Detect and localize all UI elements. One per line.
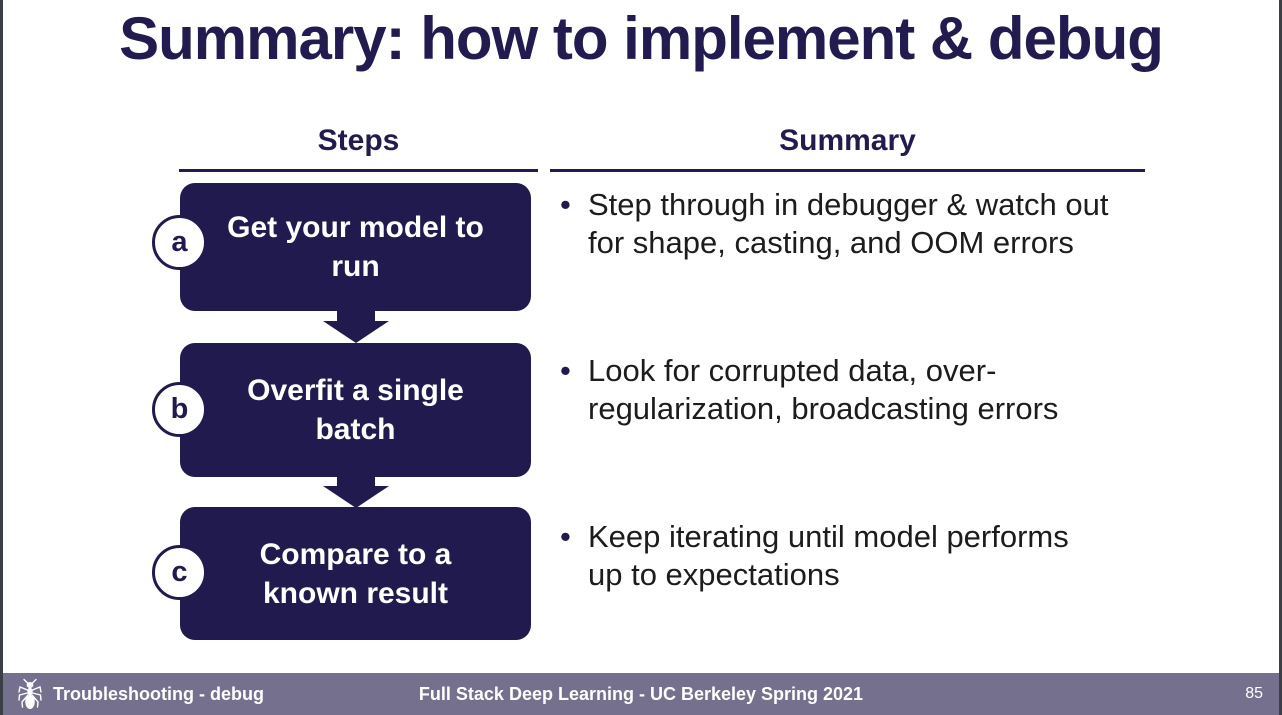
step-box-b: Overfit a single batch: [180, 343, 531, 477]
step-box-label-line: batch: [315, 413, 396, 446]
step-box-label-line: Get your model to: [227, 211, 484, 244]
bullet-icon: •: [560, 519, 571, 554]
step-box-label-line: Compare to a: [259, 537, 452, 571]
step-badge-b: b: [152, 382, 207, 437]
summary-line: regularization, broadcasting errors: [588, 391, 1059, 426]
summary-bullet-c: • Keep iterating until model performs up…: [560, 518, 1069, 594]
step-badge-a: a: [152, 215, 207, 270]
ant-icon: [18, 678, 42, 709]
summary-bullet-text: Look for corrupted data, over- regulariz…: [588, 352, 1058, 428]
summary-bullet-text: Step through in debugger & watch out for…: [588, 186, 1108, 262]
down-arrow-icon: [337, 476, 375, 488]
footer-course-label: Full Stack Deep Learning - UC Berkeley S…: [418, 683, 864, 704]
summary-line: up to expectations: [588, 557, 840, 592]
footer-bar: Troubleshooting - debug Full Stack Deep …: [3, 673, 1279, 715]
summary-line: for shape, casting, and OOM errors: [588, 225, 1074, 260]
footer-left-group: Troubleshooting - debug: [17, 673, 264, 715]
down-arrow-icon: [323, 321, 389, 343]
summary-header-underline: [550, 169, 1145, 172]
step-box-c: Compare to a known result: [180, 507, 531, 640]
footer-section-label: Troubleshooting - debug: [53, 683, 264, 704]
summary-line: Step through in debugger & watch out: [588, 187, 1109, 222]
summary-bullet-b: • Look for corrupted data, over- regular…: [560, 352, 1058, 428]
steps-column-header: Steps: [317, 124, 400, 157]
summary-column-header: Summary: [779, 124, 916, 157]
summary-line: Keep iterating until model performs: [588, 519, 1069, 554]
bullet-icon: •: [560, 353, 571, 388]
step-box-label-line: Overfit a single: [247, 374, 464, 407]
down-arrow-icon: [337, 310, 375, 322]
steps-header-underline: [179, 169, 538, 172]
bullet-icon: •: [560, 187, 571, 222]
footer-page-number: 85: [1245, 685, 1263, 702]
slide-title: Summary: how to implement & debug: [119, 5, 1164, 72]
step-box-label-line: known result: [262, 576, 449, 610]
step-box-label-line: run: [331, 250, 380, 283]
step-box-a: Get your model to run: [180, 183, 531, 311]
step-badge-c: c: [152, 545, 207, 600]
summary-line: Look for corrupted data, over-: [588, 353, 997, 388]
summary-bullet-text: Keep iterating until model performs up t…: [588, 518, 1069, 594]
down-arrow-icon: [323, 486, 389, 508]
summary-bullet-a: • Step through in debugger & watch out f…: [560, 186, 1108, 262]
